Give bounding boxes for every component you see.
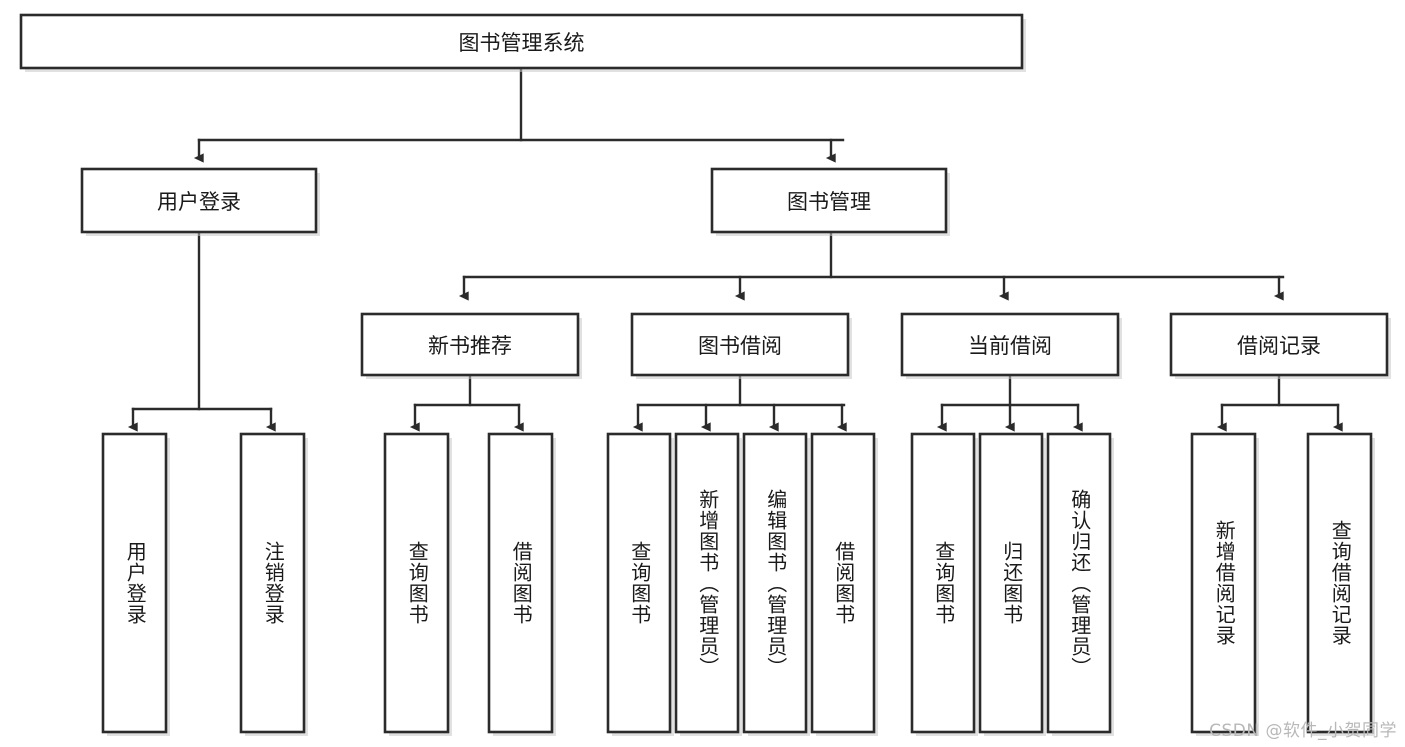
node-layer <box>19 13 1391 736</box>
node-leaf-logout[interactable] <box>239 432 306 734</box>
node-book-manage[interactable] <box>710 167 948 234</box>
connector-layer <box>127 66 1343 432</box>
node-user-login[interactable] <box>80 167 318 234</box>
node-leaf-add-book[interactable] <box>674 432 740 734</box>
node-leaf-confirm-return[interactable] <box>1046 432 1112 734</box>
node-leaf-borrow-book-2[interactable] <box>810 432 876 734</box>
node-leaf-user-login[interactable] <box>101 432 168 734</box>
node-borrow-record[interactable] <box>1169 312 1389 377</box>
node-new-book-rec[interactable] <box>360 312 580 377</box>
node-root[interactable] <box>19 13 1024 70</box>
node-leaf-add-record[interactable] <box>1190 432 1257 734</box>
node-current-borrow[interactable] <box>900 312 1120 377</box>
node-leaf-query-book-2[interactable] <box>606 432 672 734</box>
node-leaf-return-book[interactable] <box>978 432 1044 734</box>
node-leaf-query-book-3[interactable] <box>910 432 976 734</box>
node-book-borrow[interactable] <box>630 312 850 377</box>
node-leaf-query-record[interactable] <box>1306 432 1373 734</box>
node-leaf-edit-book[interactable] <box>742 432 808 734</box>
node-leaf-borrow-book-1[interactable] <box>487 432 554 734</box>
node-leaf-query-book-1[interactable] <box>383 432 450 734</box>
